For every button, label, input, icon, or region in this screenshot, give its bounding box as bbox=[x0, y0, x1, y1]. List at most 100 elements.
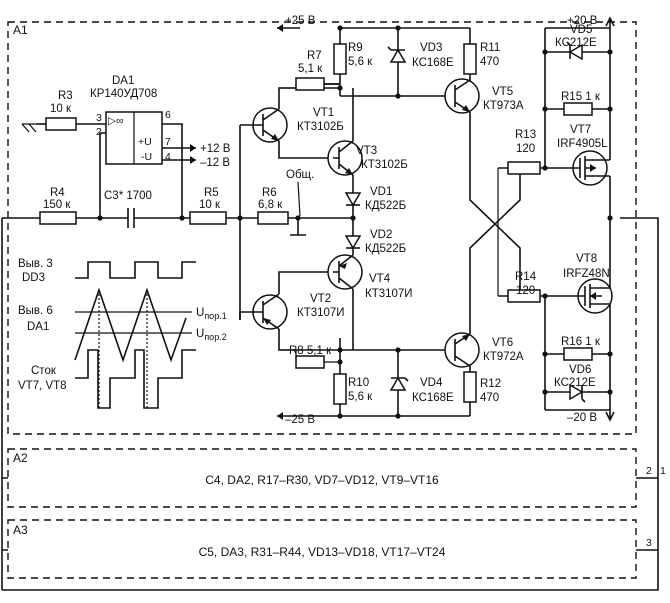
block-a3-frame bbox=[7, 519, 637, 579]
r12-name: R12 bbox=[480, 378, 501, 390]
r4-resistor bbox=[39, 211, 77, 225]
vd3-diode bbox=[389, 48, 407, 63]
r13-name: R13 bbox=[515, 129, 536, 141]
r15-label: R15 1 к bbox=[561, 91, 601, 103]
c3-capacitor bbox=[127, 208, 135, 228]
c3-label: C3* 1700 bbox=[104, 190, 152, 202]
opamp-pin7: 7 bbox=[165, 136, 171, 148]
r6-resistor bbox=[257, 211, 289, 225]
wave-triangle bbox=[74, 287, 187, 363]
r10-value: 5,6 к bbox=[348, 391, 373, 403]
opamp-pin3: 3 bbox=[96, 112, 102, 124]
r15-resistor bbox=[563, 102, 593, 116]
output-taps bbox=[636, 477, 658, 551]
block-a2-label: A2 bbox=[13, 451, 28, 465]
vt1-value: КТ3102Б bbox=[297, 121, 344, 133]
wave-guides bbox=[98, 290, 148, 410]
vt5-transistor bbox=[444, 78, 480, 114]
opamp-symbol: ▷∞ bbox=[108, 115, 124, 127]
vt6-value: КТ972А bbox=[483, 351, 524, 363]
vd1-diode bbox=[344, 192, 362, 207]
threshold-2-label: Uпор.2 bbox=[196, 328, 227, 342]
r9-value: 5,6 к bbox=[348, 56, 373, 68]
opamp-pin6: 6 bbox=[165, 109, 171, 121]
r7-name: R7 bbox=[307, 50, 322, 62]
block-a3-label: A3 bbox=[13, 523, 28, 537]
vt3-name: VT3 bbox=[356, 145, 377, 157]
wave-out3-label-1: Выв. 3 bbox=[18, 258, 53, 270]
vt5-emitter-wire bbox=[469, 112, 521, 298]
pin-1-label: 1 bbox=[660, 465, 666, 477]
pin-2-label: 2 bbox=[646, 465, 652, 477]
block-a2-content: C4, DA2, R17–R30, VD7–VD12, VT9–VT16 bbox=[205, 473, 439, 487]
wave-drain bbox=[75, 349, 196, 409]
r12-value: 470 bbox=[480, 392, 499, 404]
vt7-name: VT7 bbox=[570, 124, 591, 136]
input-bus-taps bbox=[2, 477, 8, 551]
block-a1-frame bbox=[7, 21, 637, 435]
supply-p25: +25 В bbox=[285, 15, 316, 27]
r4-value: 150 к bbox=[43, 199, 71, 211]
r5-value: 10 к bbox=[199, 199, 221, 211]
r3-ground-symbol bbox=[21, 123, 37, 133]
vt4-transistor bbox=[327, 254, 363, 290]
wave-square bbox=[75, 261, 196, 279]
vd4-value: КС168Е bbox=[412, 392, 454, 404]
r7-resistor bbox=[295, 77, 325, 91]
supply-p12: +12 В bbox=[200, 143, 231, 155]
vt6-emitter-wire bbox=[469, 168, 521, 334]
vt5-value: КТ973А bbox=[483, 100, 524, 112]
opamp-pin-plus-u: +U bbox=[138, 136, 152, 148]
r6-name: R6 bbox=[262, 187, 277, 199]
opamp-name: DA1 bbox=[112, 75, 134, 87]
r9-resistor bbox=[333, 43, 347, 75]
r11-resistor bbox=[463, 43, 477, 75]
vt2-name: VT2 bbox=[310, 293, 331, 305]
vt3-transistor bbox=[327, 140, 363, 176]
vt1-name: VT1 bbox=[313, 107, 334, 119]
r10-resistor bbox=[333, 373, 347, 405]
wave-drain-label-2: VT7, VT8 bbox=[18, 380, 67, 392]
vt6-transistor bbox=[444, 332, 480, 368]
supply-p20: +20 В bbox=[567, 15, 598, 27]
opamp-pin4: 4 bbox=[165, 151, 171, 163]
vt4-name: VT4 bbox=[369, 273, 391, 285]
feedback-wire bbox=[99, 132, 106, 218]
vd1-name: VD1 bbox=[370, 186, 392, 198]
vd1-value: КД522Б bbox=[365, 200, 406, 212]
vd5-value: КС212Е bbox=[555, 37, 597, 49]
vt4-value: КТ3107И bbox=[365, 288, 413, 300]
wave-out6-label-1: Выв. 6 bbox=[18, 305, 53, 317]
supply-m12: –12 В bbox=[200, 157, 230, 169]
vt3-value: КТ3102Б bbox=[361, 159, 408, 171]
r10-name: R10 bbox=[348, 377, 369, 389]
r8-label: R8 5,1 к bbox=[289, 345, 332, 357]
opamp-output-wire bbox=[162, 123, 183, 218]
vt2-value: КТ3107И bbox=[297, 307, 345, 319]
vt5-name: VT5 bbox=[492, 86, 513, 98]
vt6-name: VT6 bbox=[492, 337, 513, 349]
vt8-name: VT8 bbox=[576, 253, 597, 265]
vt7-value: IRF4905L bbox=[557, 138, 608, 150]
vd4-name: VD4 bbox=[420, 377, 443, 389]
r4-name: R4 bbox=[50, 187, 65, 199]
supply-m20: –20 В bbox=[567, 412, 597, 424]
r8-resistor bbox=[295, 355, 325, 369]
r6-value: 6,8 к bbox=[258, 199, 283, 211]
vd6-value: КС212Е bbox=[554, 377, 596, 389]
r3-name: R3 bbox=[58, 90, 73, 102]
ground-label: Общ. bbox=[286, 169, 314, 181]
r14-name: R14 bbox=[515, 271, 537, 283]
block-a2-frame bbox=[7, 448, 637, 508]
vd4-diode bbox=[389, 376, 407, 391]
opamp-pin-minus-u: -U bbox=[141, 151, 152, 163]
r3-value: 10 к bbox=[50, 103, 72, 115]
r16-label: R16 1 к bbox=[561, 336, 601, 348]
rail-m20 bbox=[545, 409, 615, 422]
wave-out3-label-2: DD3 bbox=[22, 272, 45, 284]
ground-symbol bbox=[290, 218, 306, 236]
vd5-name: VD5 bbox=[570, 24, 592, 36]
r12-resistor bbox=[463, 371, 477, 403]
vd3-name: VD3 bbox=[420, 42, 442, 54]
